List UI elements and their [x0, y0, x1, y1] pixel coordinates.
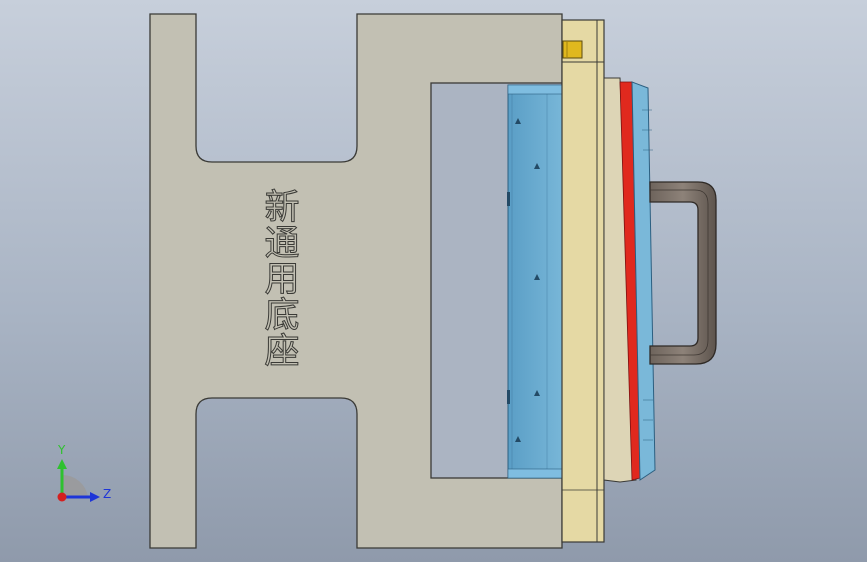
blue-cover: [631, 81, 656, 481]
bolt: [562, 40, 583, 59]
engraved-part-label: 新通用底座: [264, 188, 300, 372]
y-axis-label: Y: [58, 443, 66, 457]
locator-marks: [507, 118, 540, 442]
z-axis-label: Z: [103, 487, 112, 501]
guide-plate: [561, 19, 605, 543]
tilted-plate: [603, 77, 637, 483]
handle[interactable]: [649, 181, 717, 365]
blue-block: [507, 84, 567, 479]
